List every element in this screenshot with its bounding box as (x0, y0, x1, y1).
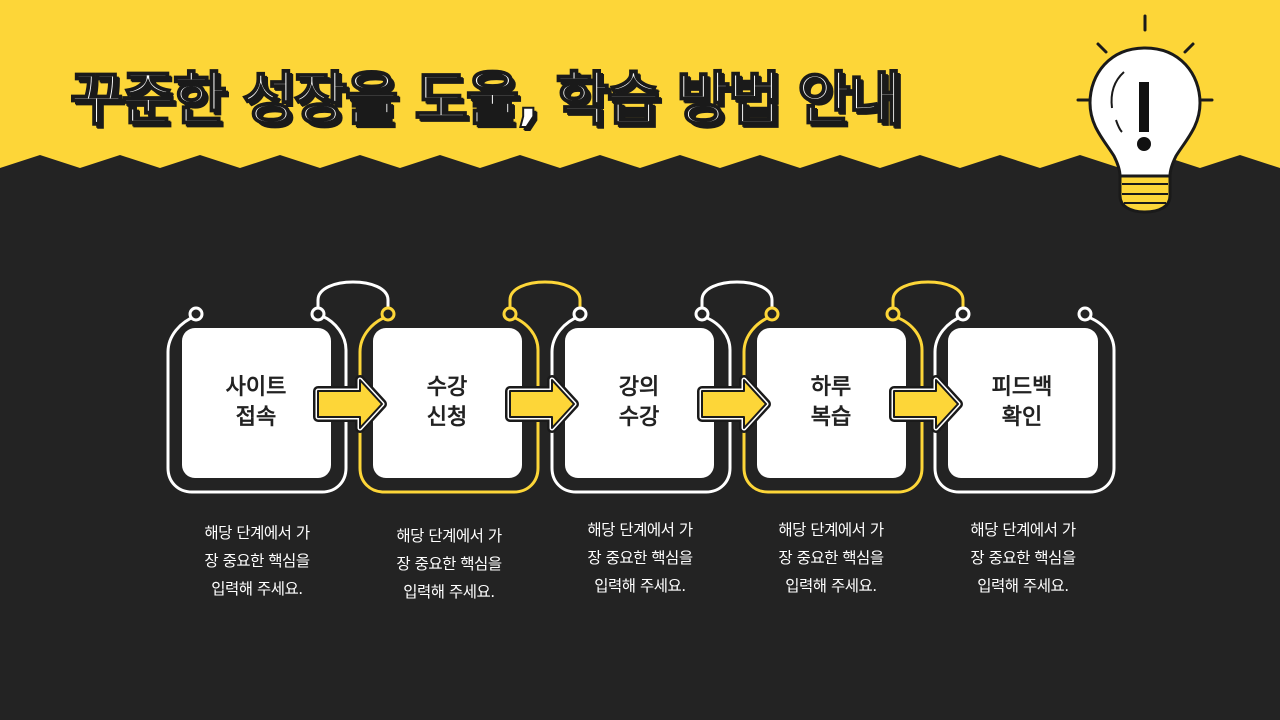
header-band (0, 0, 1280, 168)
step-label-5: 피드백 확인 (991, 375, 1053, 430)
step-description-1: 해당 단계에서 가 장 중요한 핵심을 입력해 주세요. (204, 524, 310, 598)
step-description-4: 해당 단계에서 가 장 중요한 핵심을 입력해 주세요. (778, 521, 884, 595)
lightbulb-exclamation-icon (1076, 14, 1214, 214)
step-description-5: 해당 단계에서 가 장 중요한 핵심을 입력해 주세요. (970, 521, 1076, 595)
step-frame-1 (166, 314, 348, 494)
step-label-1: 사이트 접속 (225, 375, 287, 430)
step-description-2: 해당 단계에서 가 장 중요한 핵심을 입력해 주세요. (396, 527, 502, 601)
step-label-2: 수강 신청 (426, 375, 468, 430)
step-label-3: 강의 수강 (618, 375, 660, 430)
page-title: 꾸준한 성장을 도울, 학습 방법 안내 (69, 64, 903, 134)
step-description-3: 해당 단계에서 가 장 중요한 핵심을 입력해 주세요. (587, 521, 693, 595)
step-label-4: 하루 복습 (810, 375, 852, 430)
